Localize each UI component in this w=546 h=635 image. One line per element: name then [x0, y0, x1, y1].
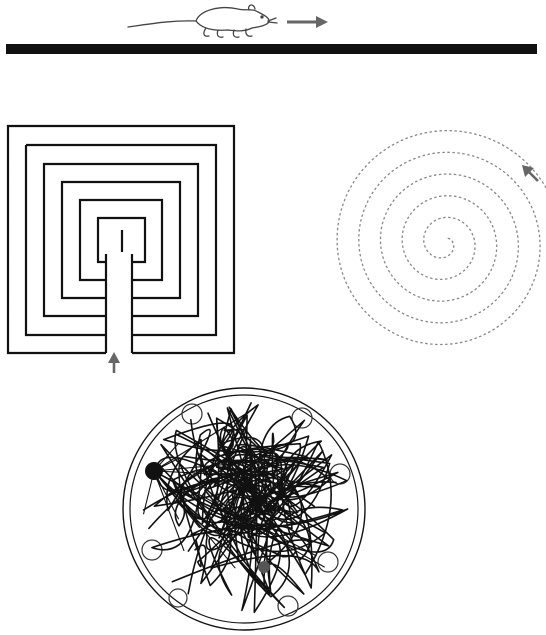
spiral-entry-arrow-icon	[522, 165, 538, 181]
dashed-spiral-trace	[337, 131, 546, 345]
dwell-hotspot-secondary	[258, 561, 270, 573]
mouse-icon	[128, 5, 277, 37]
spiral-trace-panel	[337, 131, 546, 345]
open-field-panel	[123, 388, 365, 630]
dwell-hotspot	[145, 462, 163, 480]
square-maze-panel	[8, 126, 234, 373]
maze-entry-arrow-icon	[108, 352, 120, 373]
linear-track-bar	[6, 44, 537, 54]
linear-track-panel	[6, 5, 537, 54]
movement-track-lines	[144, 403, 348, 612]
direction-arrow-icon	[287, 16, 328, 28]
